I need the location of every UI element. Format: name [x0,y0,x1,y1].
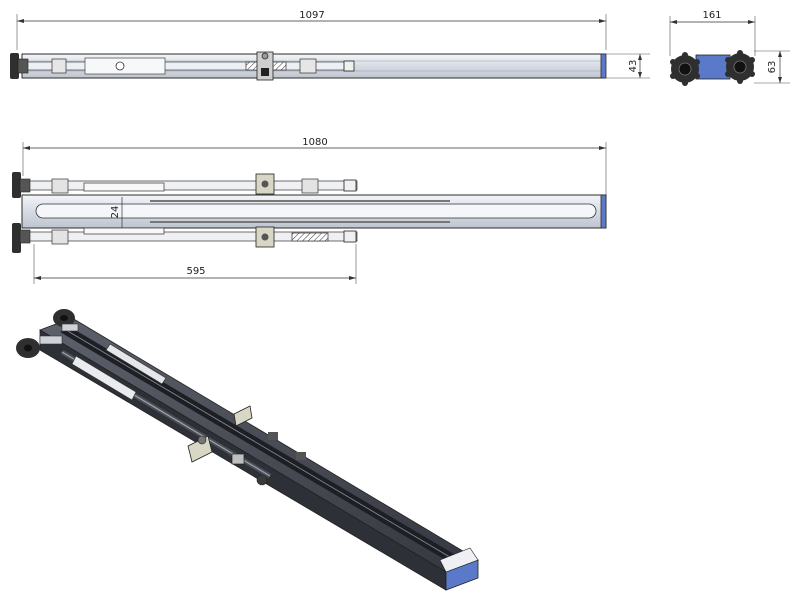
dimension-top-height: 43 [606,53,650,79]
iso-knob-upper-icon [53,309,75,327]
dimension-top-length: 1097 [16,10,607,50]
top-knob-icon [10,53,29,79]
dimension-end-width: 161 [669,10,756,56]
iso-clamp-lower [187,435,213,463]
end-knob-right-icon [725,50,755,84]
iso-clamp-upper [233,405,253,427]
end-view-beam [695,54,731,80]
dimension-front-span: 595 [33,244,357,284]
front-view: 1080 24 [12,137,607,284]
dim-label-595: 595 [186,266,205,277]
dimension-end-height: 63 [754,50,790,84]
front-upper-knob-icon [12,172,31,198]
dimension-front-gap: 24 [110,197,123,228]
top-view: 1097 43 [10,10,650,81]
dim-label-1080: 1080 [302,137,327,148]
dim-label-1097: 1097 [299,10,324,21]
dim-label-24: 24 [110,206,121,219]
end-view: 161 63 [669,10,790,86]
end-knob-left-icon [670,52,700,86]
front-lower-knob-icon [12,223,31,253]
dim-label-161: 161 [702,10,721,21]
top-end-cap [600,53,607,79]
iso-knob-lower-icon [16,338,40,358]
dim-label-43: 43 [628,60,639,73]
dimension-front-length: 1080 [22,137,607,195]
front-end-cap [600,194,607,229]
isometric-view [16,309,479,591]
dim-label-63: 63 [767,61,778,74]
